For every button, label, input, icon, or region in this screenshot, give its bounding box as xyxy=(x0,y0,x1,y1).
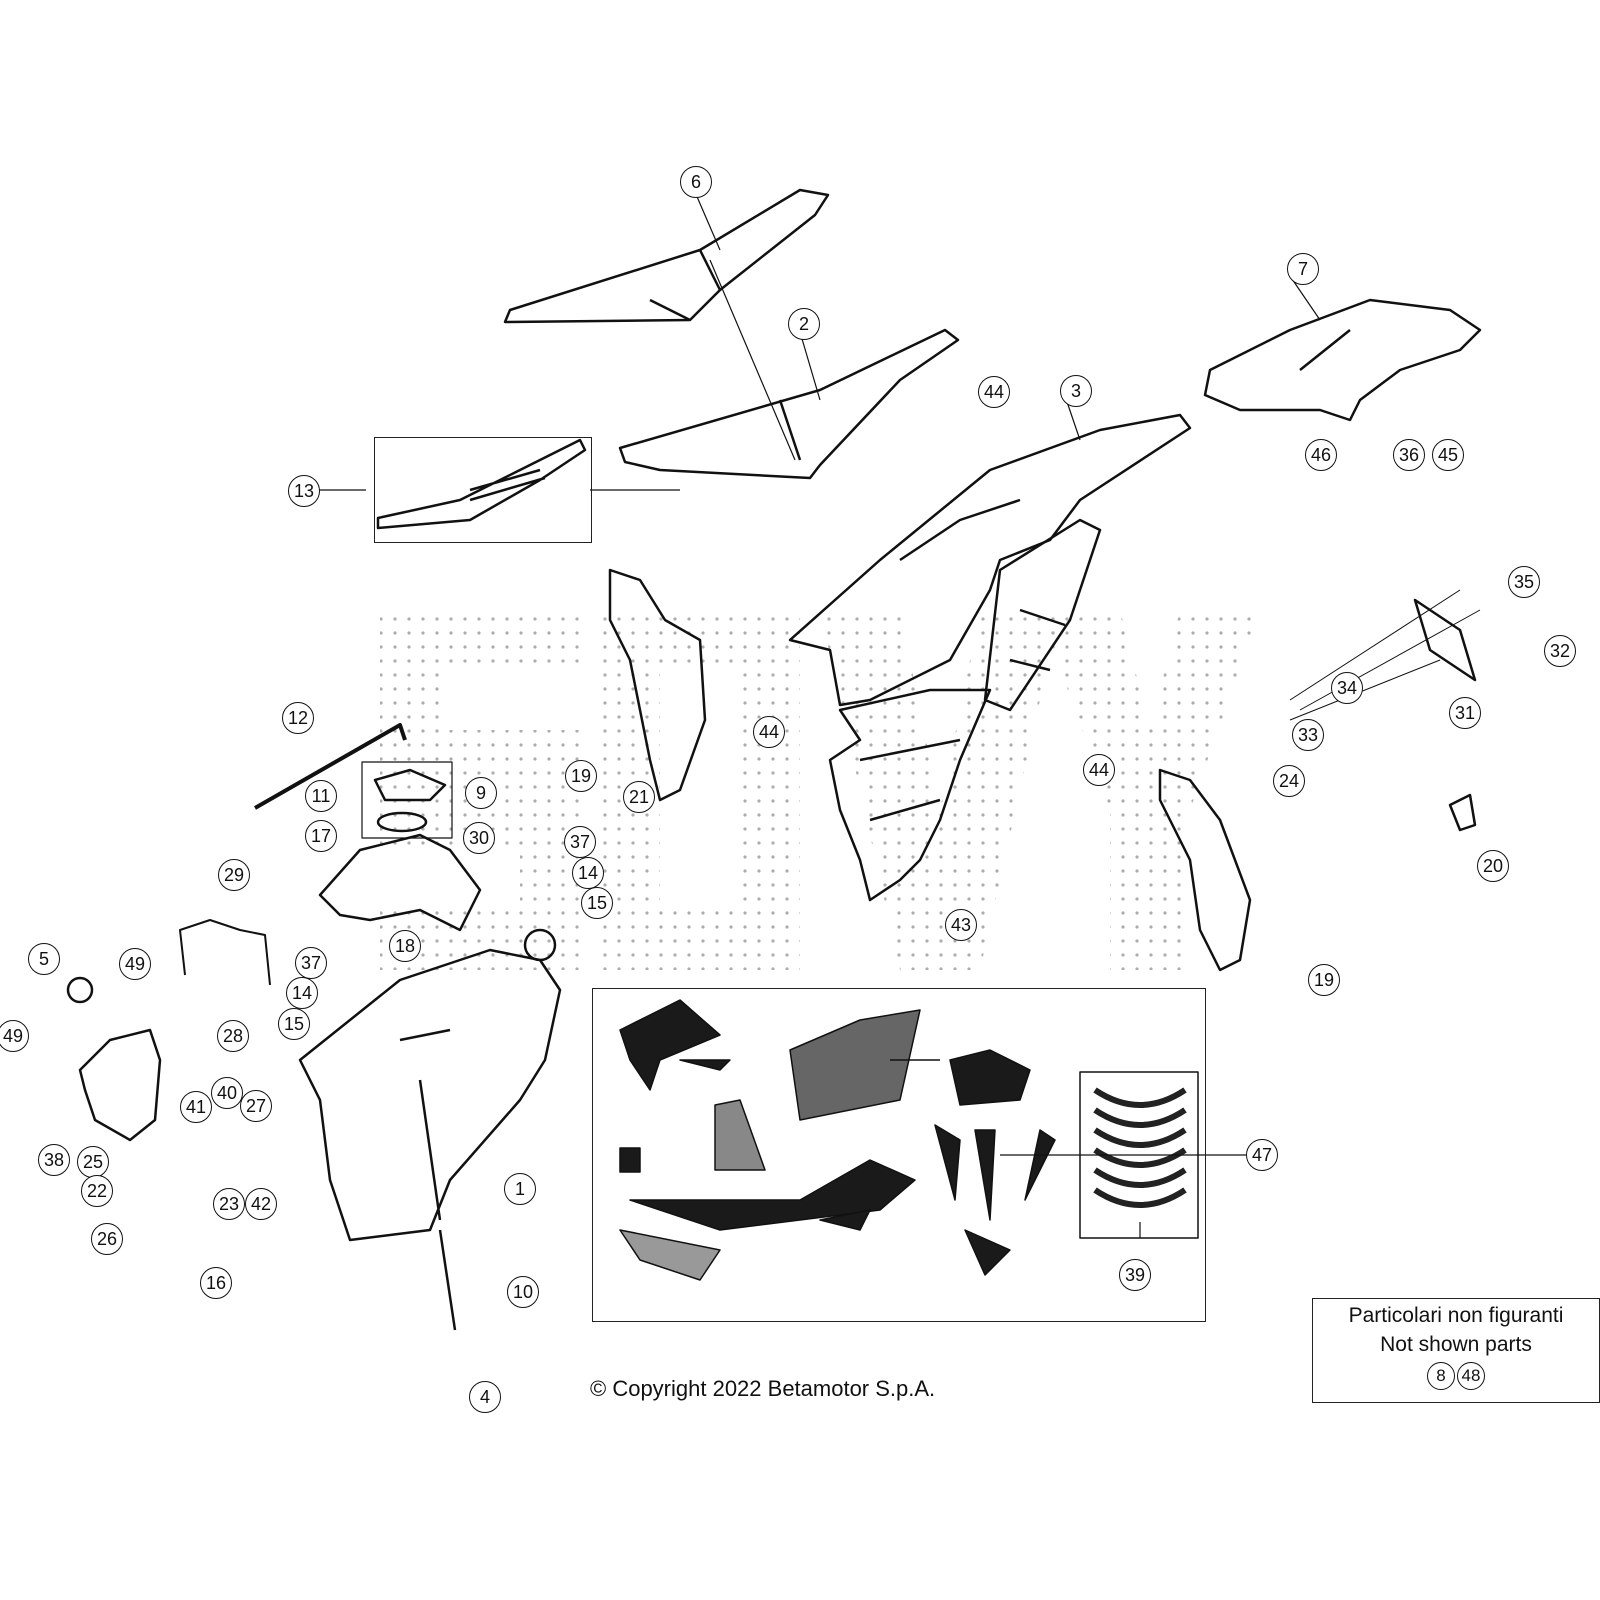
part-callout-10[interactable]: 10 xyxy=(507,1276,539,1308)
plate-holder-31 xyxy=(1413,598,1477,682)
part-callout-6[interactable]: 6 xyxy=(680,166,712,198)
not-shown-parts-box: Particolari non figuranti Not shown part… xyxy=(1312,1298,1600,1403)
part-callout-41[interactable]: 41 xyxy=(180,1091,212,1123)
part-callout-40[interactable]: 40 xyxy=(211,1077,243,1109)
strap-20 xyxy=(1448,793,1477,832)
part-callout-45[interactable]: 45 xyxy=(1432,439,1464,471)
part-callout-33[interactable]: 33 xyxy=(1292,719,1324,751)
rim-decals-39 xyxy=(1093,1087,1187,1208)
part-callout-46[interactable]: 46 xyxy=(1305,439,1337,471)
part-callout-47[interactable]: 47 xyxy=(1246,1139,1278,1171)
part-callout-44[interactable]: 44 xyxy=(753,716,785,748)
part-callout-3[interactable]: 3 xyxy=(1060,375,1092,407)
vent-hose-29 xyxy=(179,919,271,986)
watermark xyxy=(380,610,1260,970)
part-callout-29[interactable]: 29 xyxy=(218,859,250,891)
part-callout-30[interactable]: 30 xyxy=(463,822,495,854)
part-callout-36[interactable]: 36 xyxy=(1393,439,1425,471)
part-callout-44[interactable]: 44 xyxy=(1083,754,1115,786)
part-callout-22[interactable]: 22 xyxy=(81,1175,113,1207)
breather-hose-12 xyxy=(254,723,407,810)
decal-kit-frame xyxy=(592,988,1206,1322)
part-callout-32[interactable]: 32 xyxy=(1544,635,1576,667)
part-callout-24[interactable]: 24 xyxy=(1273,765,1305,797)
seat-cover-frame xyxy=(374,437,592,543)
tank-cover-17 xyxy=(318,833,482,932)
part-callout-16[interactable]: 16 xyxy=(200,1267,232,1299)
part-callout-43[interactable]: 43 xyxy=(945,909,977,941)
part-callout-4[interactable]: 4 xyxy=(469,1381,501,1413)
side-panel-43 xyxy=(828,688,992,902)
part-callout-42[interactable]: 42 xyxy=(245,1188,277,1220)
fork-guard-24 xyxy=(1158,768,1252,972)
part-callout-7[interactable]: 7 xyxy=(1287,253,1319,285)
seat-6 xyxy=(503,188,830,324)
seat-cover-13 xyxy=(376,438,587,530)
part-callout-28[interactable]: 28 xyxy=(217,1020,249,1052)
part-callout-49[interactable]: 49 xyxy=(119,948,151,980)
part-callout-1[interactable]: 1 xyxy=(504,1173,536,1205)
part-callout-21[interactable]: 21 xyxy=(623,781,655,813)
part-callout-13[interactable]: 13 xyxy=(288,475,320,507)
filter-5 xyxy=(66,976,94,1004)
part-callout-25[interactable]: 25 xyxy=(77,1146,109,1178)
part-callout-14[interactable]: 14 xyxy=(572,857,604,889)
part-callout-23[interactable]: 23 xyxy=(213,1188,245,1220)
part-callout-44[interactable]: 44 xyxy=(978,376,1010,408)
fuel-line-10 xyxy=(438,1229,457,1331)
part-callout-26[interactable]: 26 xyxy=(91,1223,123,1255)
part-callout-37[interactable]: 37 xyxy=(295,947,327,979)
part-callout-17[interactable]: 17 xyxy=(305,820,337,852)
part-callout-19[interactable]: 19 xyxy=(1308,964,1340,996)
not-shown-title-it: Particolari non figuranti xyxy=(1348,1304,1564,1327)
part-ref-callout[interactable]: 48 xyxy=(1457,1362,1485,1390)
part-callout-15[interactable]: 15 xyxy=(581,887,613,919)
part-callout-18[interactable]: 18 xyxy=(389,930,421,962)
part-callout-31[interactable]: 31 xyxy=(1449,697,1481,729)
part-callout-9[interactable]: 9 xyxy=(465,777,497,809)
part-callout-14[interactable]: 14 xyxy=(286,977,318,1009)
part-callout-49[interactable]: 49 xyxy=(0,1020,29,1052)
gasket-30 xyxy=(376,811,428,833)
rear-fender-7 xyxy=(1203,298,1482,422)
part-callout-37[interactable]: 37 xyxy=(564,826,596,858)
part-callout-5[interactable]: 5 xyxy=(28,943,60,975)
part-callout-38[interactable]: 38 xyxy=(38,1144,70,1176)
part-callout-39[interactable]: 39 xyxy=(1119,1259,1151,1291)
part-callout-11[interactable]: 11 xyxy=(305,780,337,812)
seat-2 xyxy=(618,328,960,480)
decal-kit-47 xyxy=(619,999,1056,1281)
part-callout-15[interactable]: 15 xyxy=(278,1008,310,1040)
fork-guard-21 xyxy=(608,568,707,802)
fuel-tank-1 xyxy=(298,948,562,1242)
part-ref-callout[interactable]: 8 xyxy=(1427,1362,1455,1390)
part-callout-35[interactable]: 35 xyxy=(1508,566,1540,598)
fuel-pump-38 xyxy=(78,1028,162,1142)
part-callout-12[interactable]: 12 xyxy=(282,702,314,734)
part-callout-19[interactable]: 19 xyxy=(565,760,597,792)
not-shown-title-en: Not shown parts xyxy=(1380,1333,1532,1356)
fuel-cap-9 xyxy=(373,768,447,802)
part-callout-2[interactable]: 2 xyxy=(788,308,820,340)
part-callout-27[interactable]: 27 xyxy=(240,1090,272,1122)
part-callout-20[interactable]: 20 xyxy=(1477,850,1509,882)
part-callout-34[interactable]: 34 xyxy=(1331,672,1363,704)
copyright-text: © Copyright 2022 Betamotor S.p.A. xyxy=(590,1376,936,1401)
